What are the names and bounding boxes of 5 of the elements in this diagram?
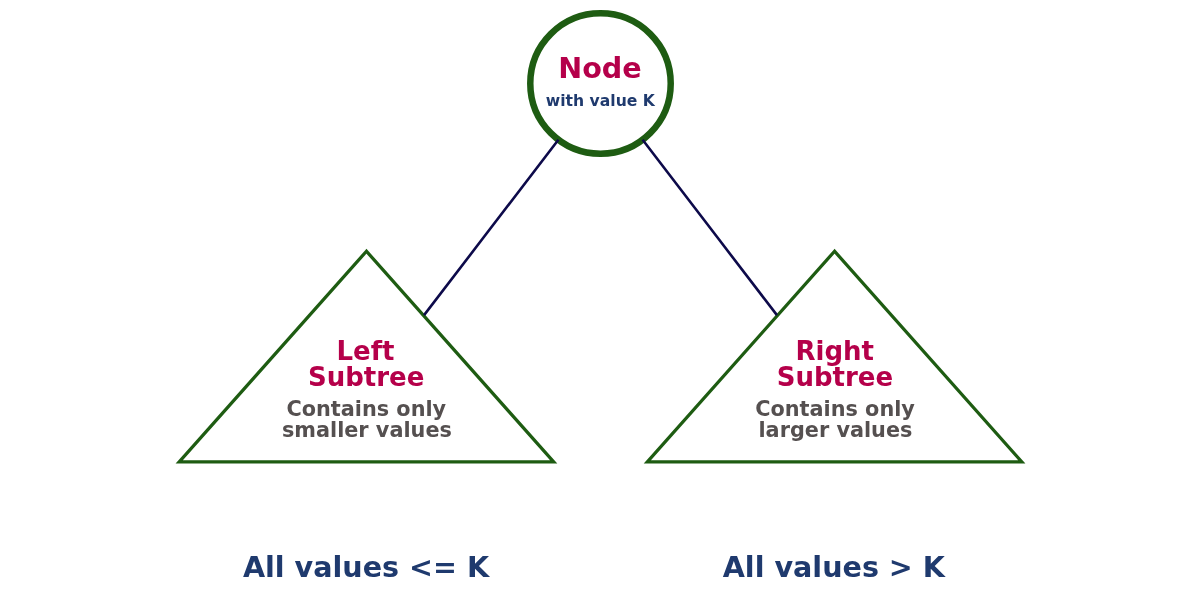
connector [641,139,778,316]
node-label: All values > K [722,550,945,585]
connector [422,139,559,316]
node-circle: Node with value K [526,10,674,157]
node-label: All values <= K [242,550,489,585]
